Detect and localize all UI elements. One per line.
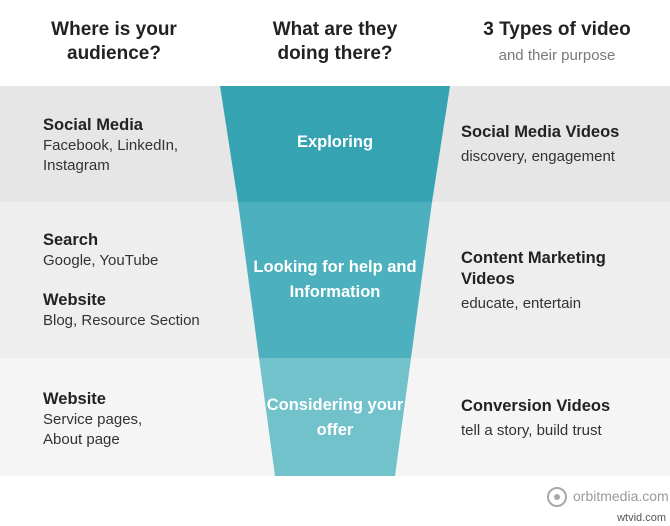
orbit-logo-icon bbox=[547, 487, 567, 507]
audience-title: Website bbox=[43, 291, 106, 309]
header-audience-title: Where is your audience? bbox=[51, 19, 177, 64]
audience-social-media: Social Media Facebook, LinkedIn, Instagr… bbox=[43, 115, 213, 176]
audience-text: Facebook, LinkedIn, Instagram bbox=[43, 137, 179, 174]
audience-title: Search bbox=[43, 231, 99, 249]
video-type-social-media: Social Media Videos discovery, engagemen… bbox=[461, 122, 661, 167]
video-type-title: Social Media Videos bbox=[461, 123, 620, 141]
audience-text: Blog, Resource Section bbox=[43, 312, 200, 329]
funnel-stage-looking bbox=[238, 202, 432, 358]
audience-website-offer: Website Service pages, About page bbox=[43, 389, 173, 450]
video-type-purpose: educate, entertain bbox=[461, 295, 582, 312]
funnel-label-exploring: Exploring bbox=[296, 133, 374, 151]
video-type-purpose: discovery, engagement bbox=[461, 148, 615, 165]
audience-search: Search Google, YouTube bbox=[43, 230, 228, 271]
video-type-title: Content Marketing Videos bbox=[461, 249, 606, 288]
audience-text: Google, YouTube bbox=[43, 252, 159, 269]
video-type-conversion: Conversion Videos tell a story, build tr… bbox=[461, 396, 661, 441]
video-type-purpose: tell a story, build trust bbox=[461, 422, 602, 439]
logo-text: orbitmedia.com bbox=[573, 488, 669, 504]
header-video-types-subtitle: and their purpose bbox=[498, 47, 616, 64]
video-type-title: Conversion Videos bbox=[461, 397, 611, 415]
header-video-types: 3 Types of video and their purpose bbox=[452, 18, 662, 68]
header-activity: What are they doing there? bbox=[232, 18, 438, 66]
funnel-label-looking: Looking for help and Information bbox=[253, 258, 417, 301]
header-audience: Where is your audience? bbox=[14, 18, 214, 66]
audience-title: Social Media bbox=[43, 116, 143, 134]
audience-title: Website bbox=[43, 390, 106, 408]
header-video-types-title: 3 Types of video bbox=[483, 19, 631, 40]
funnel-stage-exploring bbox=[220, 86, 450, 202]
audience-website: Website Blog, Resource Section bbox=[43, 290, 228, 331]
funnel-stage-considering bbox=[259, 358, 411, 476]
video-type-content-marketing: Content Marketing Videos educate, entert… bbox=[461, 248, 646, 314]
header-activity-title: What are they doing there? bbox=[272, 19, 398, 64]
audience-text: Service pages, About page bbox=[43, 411, 143, 448]
funnel-label-considering: Considering your offer bbox=[266, 396, 404, 439]
orbit-media-logo: orbitmedia.com bbox=[547, 486, 669, 512]
watermark: wtvid.com bbox=[617, 512, 666, 524]
